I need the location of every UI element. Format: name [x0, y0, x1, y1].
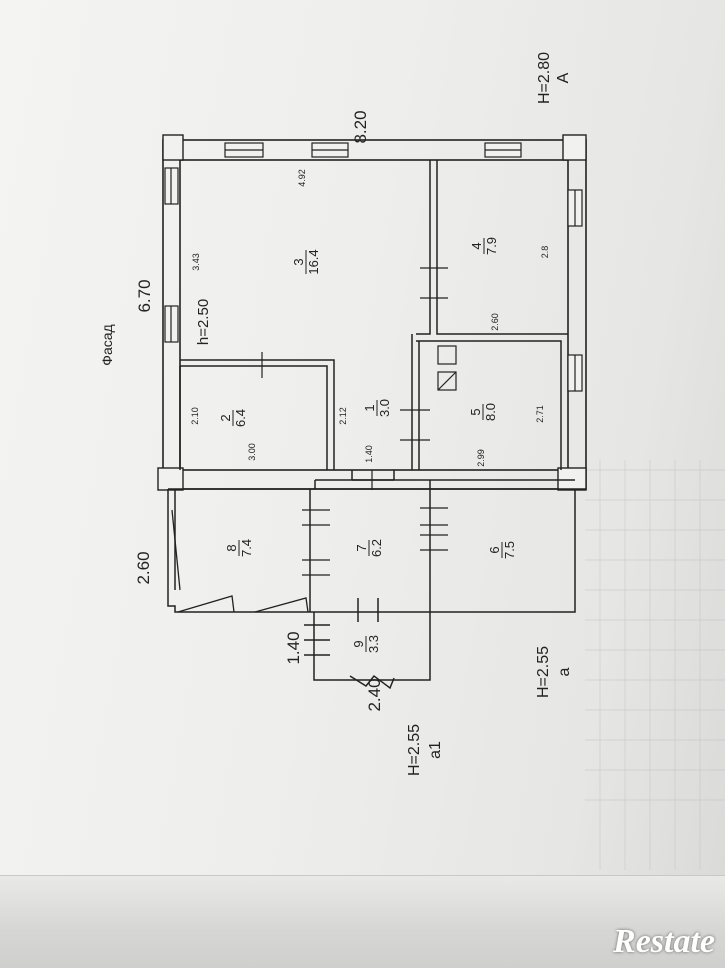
- room-number: 9: [351, 640, 366, 647]
- height-main: h=2.50: [195, 299, 212, 345]
- room-number: 8: [224, 544, 239, 551]
- dim-3-43: 3.43: [191, 253, 201, 271]
- dim-4-92: 4.92: [297, 169, 307, 187]
- room-area: 3.0: [377, 399, 392, 417]
- corner-posts: [157, 134, 587, 491]
- room-number: 6: [487, 546, 502, 553]
- dim-overall-width: 8.20: [351, 110, 370, 143]
- dim-1-40: 1.40: [364, 445, 374, 463]
- room-area: 7.9: [484, 237, 499, 255]
- room-number: 3: [291, 258, 306, 265]
- dim-overall-depth: 6.70: [135, 279, 154, 312]
- extension-door-marks: [302, 470, 448, 576]
- door-marks: [261, 267, 448, 441]
- facade-label: Фасад: [99, 324, 115, 365]
- dim-2-10: 2.10: [190, 407, 200, 425]
- dim-2-60: 2.60: [490, 313, 500, 331]
- overall-dimensions: 8.20 6.70 2.60 1.40 2.40 h=2.50 Фасад: [99, 110, 384, 711]
- interior-partitions: [179, 160, 568, 470]
- dim-2-12: 2.12: [338, 407, 348, 425]
- section-A-letter: А: [555, 72, 572, 83]
- watermark-logo: Restate: [613, 923, 715, 960]
- windows: [164, 142, 583, 392]
- room-area: 16.4: [306, 249, 321, 274]
- section-a1-letter: а1: [427, 741, 444, 759]
- dim-2-99: 2.99: [476, 449, 486, 467]
- dim-3-00: 3.00: [247, 443, 257, 461]
- page-fold-shadow: [0, 875, 725, 968]
- section-a-height: H=2.55: [535, 646, 552, 698]
- room-area: 6.2: [369, 539, 384, 557]
- section-a-letter: а: [556, 667, 573, 676]
- room-number: 1: [362, 404, 377, 411]
- dim-extension-depth: 2.60: [134, 551, 153, 584]
- section-A-height: H=2.80: [536, 52, 553, 104]
- dim-porch-width: 2.40: [365, 678, 384, 711]
- room-area: 8.0: [483, 403, 498, 421]
- room-area: 7.5: [502, 541, 517, 559]
- room-number: 7: [354, 544, 369, 551]
- room-area: 3.3: [366, 635, 381, 653]
- dim-2-8: 2.8: [540, 246, 550, 259]
- extension-walls: [167, 470, 586, 613]
- stove-icon: [437, 345, 457, 391]
- section-labels: А H=2.80 а H=2.55 а1 H=2.55: [406, 52, 573, 776]
- room-area: 7.4: [239, 539, 254, 557]
- entry-doors: [171, 509, 309, 613]
- dim-porch-depth: 1.40: [284, 631, 303, 664]
- room-area: 6.4: [233, 409, 248, 427]
- dim-2-71: 2.71: [535, 405, 545, 423]
- room-number: 4: [469, 242, 484, 249]
- main-walls: [162, 139, 587, 490]
- section-a1-height: H=2.55: [406, 724, 423, 776]
- porch-walls: [304, 598, 431, 690]
- room-dimensions: 4.92 3.43 2.8 2.60 2.10 3.00 2.12 1.40 2…: [190, 169, 550, 467]
- room-number: 2: [218, 414, 233, 421]
- room-number: 5: [468, 408, 483, 415]
